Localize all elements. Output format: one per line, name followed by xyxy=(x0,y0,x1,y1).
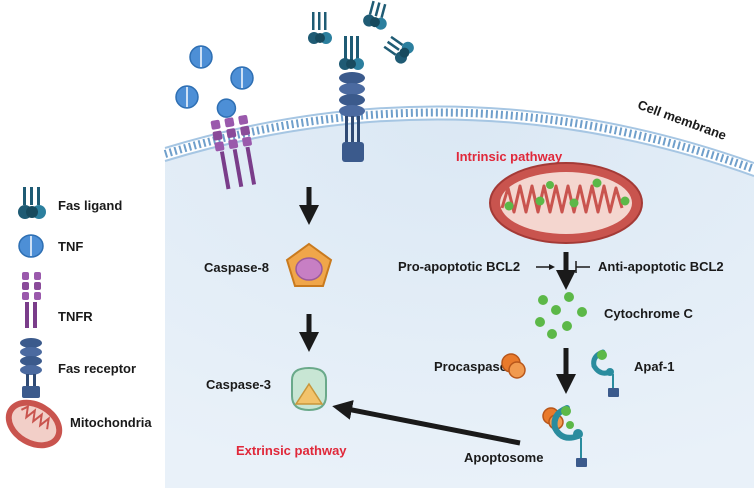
legend-label-tnf: TNF xyxy=(58,239,83,254)
fas-ligand-molecule xyxy=(383,35,414,64)
mitochondria-icon xyxy=(5,399,63,449)
tnf-icon xyxy=(18,234,44,258)
caspase3-icon xyxy=(291,366,327,412)
legend: Fas ligand TNF TNFR F xyxy=(5,187,152,449)
cytochrome-c-icon xyxy=(535,292,587,339)
cytochrome-c-label: Cytochrome C xyxy=(604,306,693,321)
procaspase9-label: Procaspase-9 xyxy=(434,359,519,374)
caspase3-label: Caspase-3 xyxy=(206,377,271,392)
tnf-molecule xyxy=(230,66,254,90)
apaf1-label: Apaf-1 xyxy=(634,359,674,374)
procaspase9-icon xyxy=(501,353,526,379)
apaf1-icon xyxy=(591,349,619,397)
apoptosome-icon xyxy=(542,405,587,467)
extrinsic-pathway-label: Extrinsic pathway xyxy=(236,443,347,458)
tnfr-icon xyxy=(22,272,41,328)
apoptosome-label: Apoptosome xyxy=(464,450,543,465)
legend-label-fas-ligand: Fas ligand xyxy=(58,198,122,213)
fas-ligand-molecule xyxy=(363,0,387,30)
mitochondrion xyxy=(489,162,643,244)
tnfr-receptor xyxy=(210,98,257,190)
caspase8-label: Caspase-8 xyxy=(204,260,269,275)
fas-ligand-icon xyxy=(18,187,46,219)
legend-label-fas-receptor: Fas receptor xyxy=(58,361,136,376)
intrinsic-pathway-label: Intrinsic pathway xyxy=(456,149,563,164)
tnf-molecule xyxy=(175,85,199,109)
fas-receptor xyxy=(339,36,365,162)
anti-apoptotic-label: Anti-apoptotic BCL2 xyxy=(598,259,724,274)
tnf-molecule xyxy=(189,45,213,69)
fas-receptor-icon xyxy=(20,338,42,398)
caspase8-icon xyxy=(285,242,333,287)
legend-label-tnfr: TNFR xyxy=(58,309,93,324)
legend-label-mitochondria: Mitochondria xyxy=(70,415,152,430)
pro-apoptotic-label: Pro-apoptotic BCL2 xyxy=(398,259,520,274)
arrow-apoptosome-to-caspase3 xyxy=(332,400,521,446)
fas-ligand-molecule xyxy=(308,12,332,44)
